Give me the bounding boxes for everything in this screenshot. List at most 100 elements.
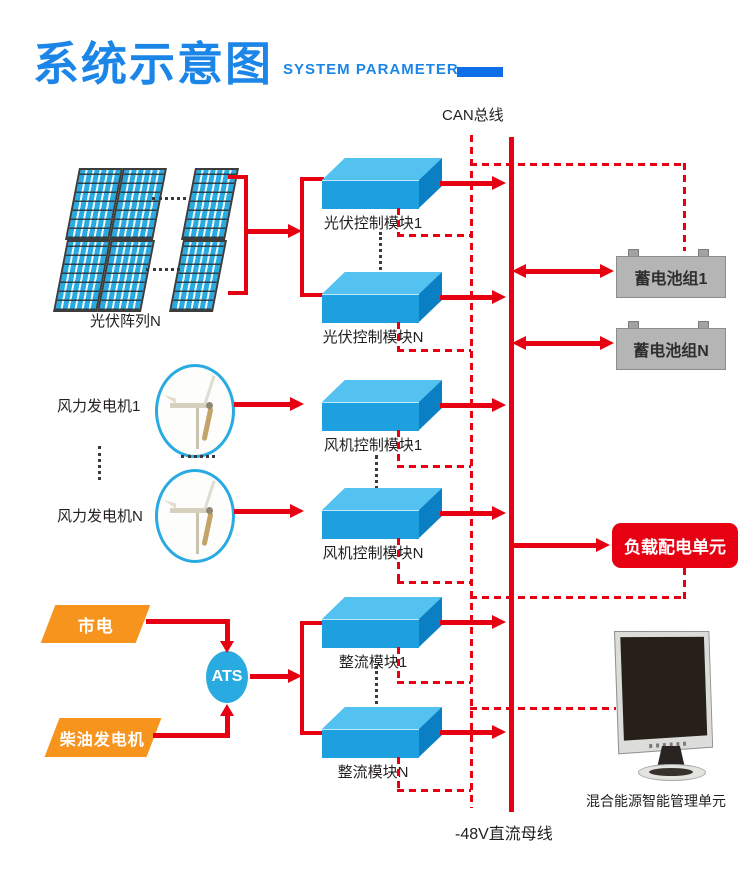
solar-to-pv-arrow — [246, 229, 288, 234]
monitor-base — [638, 764, 706, 781]
arrow-head — [492, 725, 506, 739]
arrow-head — [288, 224, 302, 238]
pv-control-module-1-label: 光伏控制模块1 — [323, 215, 423, 232]
wind-modules-ellipsis — [375, 455, 378, 497]
solar-bracket-line — [228, 291, 246, 295]
arrow-head — [596, 538, 610, 552]
arrow-head — [492, 398, 506, 412]
wind-turbine-n-label: 风力发电机N — [57, 508, 143, 525]
arrow-head — [290, 504, 304, 518]
pv-control-module-1-box — [322, 158, 442, 209]
solar-bracket-line — [228, 175, 246, 179]
page-title: 系统示意图 — [33, 38, 273, 90]
wind-labels-ellipsis — [98, 446, 101, 480]
rect1-can-link — [397, 681, 471, 684]
solar-ellipsis-dots — [152, 197, 186, 200]
rect1-to-dcbus-arrow — [440, 620, 494, 625]
pv-modules-ellipsis — [379, 232, 382, 270]
battery1-can-link — [683, 163, 686, 251]
arrow-head — [512, 264, 526, 278]
rectn-to-dcbus-arrow — [440, 730, 494, 735]
arrow-head — [600, 336, 614, 350]
wind-turbine-1-label: 风力发电机1 — [57, 398, 141, 415]
pv-bracket-line — [300, 293, 324, 297]
monitor-image — [613, 630, 714, 755]
arrow-head — [220, 641, 234, 653]
pv-bracket-line — [300, 177, 304, 297]
rect1-can-link — [397, 647, 400, 683]
mains-to-ats-line — [146, 619, 230, 624]
diesel-to-ats-line — [225, 716, 230, 738]
rectn-can-link — [397, 789, 471, 792]
wind-control-module-1-label: 风机控制模块1 — [323, 437, 423, 454]
arrow-head — [492, 506, 506, 520]
rect-bracket-line — [300, 731, 324, 735]
monitor-stand — [657, 746, 685, 768]
battery1-can-link — [470, 163, 686, 166]
arrow-head — [220, 704, 234, 716]
pvn-to-dcbus-arrow — [440, 295, 494, 300]
windn-to-dcbus-arrow — [440, 511, 494, 516]
solar-ellipsis-dots — [146, 268, 180, 271]
ats-node: ATS — [206, 651, 248, 703]
monitor-label: 混合能源智能管理单元 — [586, 793, 726, 809]
pv-bracket-line — [300, 177, 324, 181]
monitor-screen — [620, 636, 708, 741]
battery-group-n-label: 蓄电池组N — [633, 343, 709, 360]
wind1-to-dcbus-arrow — [440, 403, 494, 408]
diesel-generator-label: 柴油发电机 — [60, 731, 146, 749]
windn-can-link — [397, 538, 400, 583]
arrow-head — [492, 290, 506, 304]
pv-control-module-n-box — [322, 272, 442, 323]
page-subtitle: SYSTEM PARAMETER — [283, 61, 459, 78]
wind1-to-module-arrow — [234, 402, 290, 407]
wind1-can-link — [397, 465, 471, 468]
solar-panel — [169, 240, 227, 312]
monitor-can-link — [470, 707, 616, 710]
can-bus-label: CAN总线 — [442, 107, 504, 124]
wind-control-module-n-box — [322, 488, 442, 539]
dcbus-to-load-arrow — [514, 543, 596, 548]
diesel-generator-shape: 柴油发电机 — [44, 718, 162, 757]
mains-to-ats-line — [225, 619, 230, 641]
arrow-head — [492, 176, 506, 190]
load-distribution-unit: 负载配电单元 — [612, 523, 738, 568]
arrow-head — [600, 264, 614, 278]
rectifier-module-1-label: 整流模块1 — [338, 654, 408, 671]
rectn-can-link — [397, 757, 400, 791]
solar-bracket-line — [244, 175, 248, 295]
diesel-to-ats-line — [153, 733, 230, 738]
load-distribution-unit-label: 负载配电单元 — [624, 538, 726, 557]
load-can-link — [683, 568, 686, 599]
arrow-head — [512, 336, 526, 350]
rectifier-module-n-box — [322, 707, 442, 758]
solar-array-label: 光伏阵列N — [90, 313, 161, 330]
windn-can-link — [397, 581, 471, 584]
arrow-head — [290, 397, 304, 411]
rect-bracket-line — [300, 621, 324, 625]
pv1-to-dcbus-arrow — [440, 181, 494, 186]
rect-bracket-line — [300, 621, 304, 735]
arrow-head — [288, 669, 302, 683]
rectifier-module-1-box — [322, 597, 442, 648]
pvn-can-link — [397, 322, 400, 351]
wind-control-module-1-box — [322, 380, 442, 431]
dcbus-battery1-double-arrow — [526, 269, 602, 274]
pv1-can-link — [397, 208, 400, 236]
rectifier-module-n-label: 整流模块N — [337, 764, 409, 781]
mains-power-label: 市电 — [77, 616, 114, 636]
ats-to-rect-arrow — [250, 674, 288, 679]
wind-turbine-1-image — [155, 364, 235, 458]
wind1-can-link — [397, 430, 400, 467]
battery-group-1-label: 蓄电池组1 — [634, 271, 708, 288]
rect-modules-ellipsis — [375, 666, 378, 704]
wind-circles-ellipsis — [181, 455, 215, 458]
arrow-head — [492, 615, 506, 629]
wind-turbine-n-image — [155, 469, 235, 563]
windn-to-module-arrow — [234, 509, 290, 514]
dc-bus-line — [509, 137, 514, 812]
wind-control-module-n-label: 风机控制模块N — [322, 545, 424, 562]
load-can-link — [470, 596, 686, 599]
dcbus-batteryn-double-arrow — [526, 341, 602, 346]
